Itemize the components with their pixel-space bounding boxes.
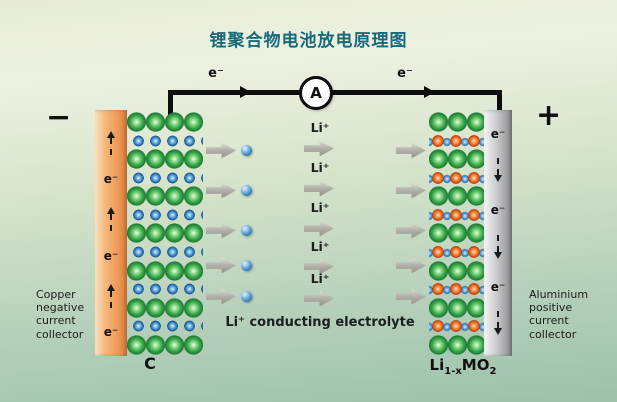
lithium-layer xyxy=(127,283,203,296)
circuit-wire-right xyxy=(497,90,502,116)
ion-flow-arrow-icon xyxy=(304,140,334,157)
oxide-layer xyxy=(429,112,484,132)
electron-flow-arrow-left-icon xyxy=(240,86,257,98)
electrolyte-caption: Li⁺ conducting electrolyte xyxy=(225,315,415,330)
cathode-formula-subscript: 1-x xyxy=(444,366,462,377)
cathode-formula-base: Li xyxy=(429,356,445,374)
graphite-layer xyxy=(127,112,203,132)
electron-label: e⁻ xyxy=(490,203,506,218)
lithium-layer xyxy=(127,320,203,333)
diagram-title: 锂聚合物电池放电原理图 xyxy=(209,31,408,51)
ion-flow-arrow-icon xyxy=(304,290,334,307)
lithium-ion-icon xyxy=(241,225,252,236)
cathode-formula-subscript: 2 xyxy=(489,366,497,377)
electron-label: e⁻ xyxy=(490,279,506,294)
electron-down-arrow-icon xyxy=(494,310,502,339)
copper-current-collector: e⁻ e⁻ e⁻ xyxy=(95,110,127,356)
lithium-layer xyxy=(127,208,203,221)
anode-material-label: C xyxy=(144,354,156,373)
metal-oxide-lithium-layer xyxy=(429,171,484,184)
electron-flow-label-right: e⁻ xyxy=(397,66,413,81)
metal-oxide-lithium-layer xyxy=(429,246,484,259)
lithium-layer xyxy=(127,171,203,184)
graphite-layer xyxy=(127,149,203,170)
graphite-electrode xyxy=(127,112,203,355)
electron-flow-arrow-right-icon xyxy=(424,86,441,98)
metal-oxide-lithium-layer xyxy=(429,134,484,147)
electron-up-arrow-icon xyxy=(107,280,115,308)
ammeter-icon: A xyxy=(299,76,333,110)
lithium-ion-label: Li⁺ xyxy=(310,160,330,175)
ion-flow-arrow-icon xyxy=(206,222,236,239)
lithium-ion-label: Li⁺ xyxy=(310,200,330,215)
ion-flow-arrow-icon xyxy=(396,182,426,199)
electron-label: e⁻ xyxy=(103,248,119,263)
positive-polarity-sign: + xyxy=(536,98,562,133)
ion-flow-arrow-icon xyxy=(206,257,236,274)
graphite-layer xyxy=(127,260,203,281)
oxide-layer xyxy=(429,186,484,207)
ion-flow-arrow-icon xyxy=(396,257,426,274)
cathode-formula-base: MO xyxy=(461,356,490,374)
graphite-layer xyxy=(127,223,203,244)
lithium-ion-icon xyxy=(241,291,252,302)
lithium-ion-icon xyxy=(241,145,252,156)
metal-oxide-lithium-layer xyxy=(429,208,484,221)
lithium-ion-label: Li⁺ xyxy=(310,239,330,254)
lithium-ion-label: Li⁺ xyxy=(310,120,330,135)
graphite-layer xyxy=(127,186,203,207)
ion-flow-arrow-icon xyxy=(206,142,236,159)
circuit-wire-left xyxy=(168,90,173,116)
electron-up-arrow-icon xyxy=(107,203,115,232)
copper-collector-caption: Copper negative current collector xyxy=(36,288,85,341)
graphite-layer xyxy=(127,334,203,355)
metal-oxide-lithium-layer xyxy=(429,320,484,333)
negative-polarity-sign: − xyxy=(46,100,72,135)
ion-flow-arrow-icon xyxy=(206,288,236,305)
electron-down-arrow-icon xyxy=(494,158,502,186)
oxide-layer xyxy=(429,297,484,318)
metal-oxide-electrode xyxy=(429,112,484,355)
oxide-layer xyxy=(429,334,484,355)
electron-up-arrow-icon xyxy=(107,127,115,156)
aluminium-current-collector: e⁻ e⁻ e⁻ xyxy=(484,110,512,356)
lithium-layer xyxy=(127,246,203,259)
ion-flow-arrow-icon xyxy=(396,142,426,159)
electron-label: e⁻ xyxy=(103,324,119,339)
ion-flow-arrow-icon xyxy=(396,222,426,239)
ion-flow-arrow-icon xyxy=(304,180,334,197)
cathode-material-label: Li1-xMO2 xyxy=(408,356,518,377)
lithium-ion-icon xyxy=(241,185,252,196)
graphite-layer xyxy=(127,297,203,318)
aluminium-collector-caption: Aluminium positive current collector xyxy=(529,288,589,341)
ion-flow-arrow-icon xyxy=(304,220,334,237)
oxide-layer xyxy=(429,223,484,244)
oxide-layer xyxy=(429,149,484,170)
lithium-layer xyxy=(127,134,203,147)
electron-flow-label-left: e⁻ xyxy=(208,66,224,81)
lithium-ion-label: Li⁺ xyxy=(310,271,330,286)
ion-flow-arrow-icon xyxy=(396,288,426,305)
ion-flow-arrow-icon xyxy=(206,182,236,199)
oxide-layer xyxy=(429,260,484,281)
lithium-ion-icon xyxy=(241,260,252,271)
electron-label: e⁻ xyxy=(103,172,119,187)
electron-label: e⁻ xyxy=(490,127,506,142)
circuit-wire-horizontal xyxy=(168,90,502,95)
metal-oxide-lithium-layer xyxy=(429,283,484,296)
electron-down-arrow-icon xyxy=(494,234,502,263)
